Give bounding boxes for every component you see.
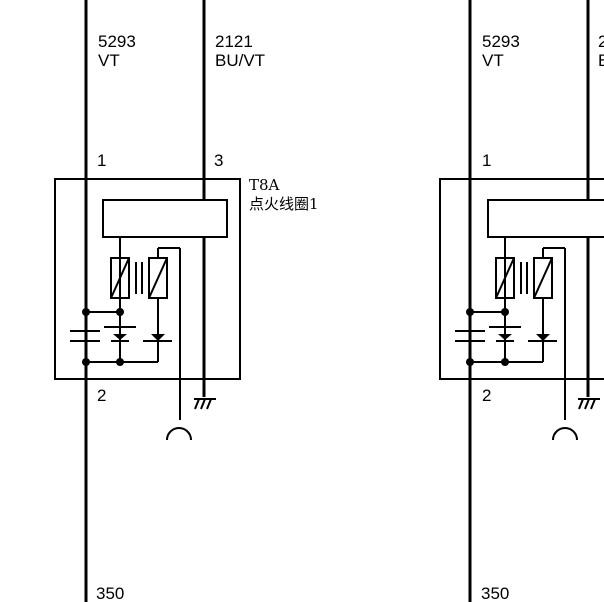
coil-winding-icon	[495, 257, 515, 299]
pin-2-label: 2	[97, 386, 106, 405]
diode-icon	[536, 334, 550, 341]
wire-number-5293: 5293	[98, 32, 136, 51]
wire-color-partial: B	[598, 51, 604, 70]
diode-icon	[113, 334, 127, 340]
coil-winding-icon	[110, 257, 130, 299]
pin-1-label: 1	[482, 151, 491, 170]
wire-number-2121: 2121	[215, 32, 253, 51]
pin-1-label: 1	[97, 151, 106, 170]
wire-color-5293: VT	[482, 51, 504, 70]
connector-label: T8A	[249, 176, 280, 194]
wire-number-350: 350	[481, 584, 509, 602]
diode-icon	[498, 334, 512, 340]
component-box	[439, 178, 604, 380]
wire-color-5293: VT	[98, 51, 120, 70]
spark-plug-icon	[552, 427, 578, 441]
component-label: 点火线圈1	[249, 195, 319, 213]
control-module	[487, 199, 604, 238]
spark-plug-icon	[166, 427, 192, 441]
ignition-coil-1: 5293 VT 2121 BU/VT 1 3 2 T8A 点火线圈1	[54, 0, 319, 602]
component-box	[54, 178, 241, 380]
wire-number-partial: 2	[598, 32, 604, 51]
wire-number-5293: 5293	[482, 32, 520, 51]
pin-2-label: 2	[482, 386, 491, 405]
ignition-coil-2: 5293 VT 2 B 1 2	[439, 0, 604, 602]
control-module	[102, 199, 228, 238]
diode-icon	[151, 334, 165, 341]
pin-3-label: 3	[214, 151, 223, 170]
wire-number-350: 350	[96, 584, 124, 602]
wire-color-2121: BU/VT	[215, 51, 265, 70]
